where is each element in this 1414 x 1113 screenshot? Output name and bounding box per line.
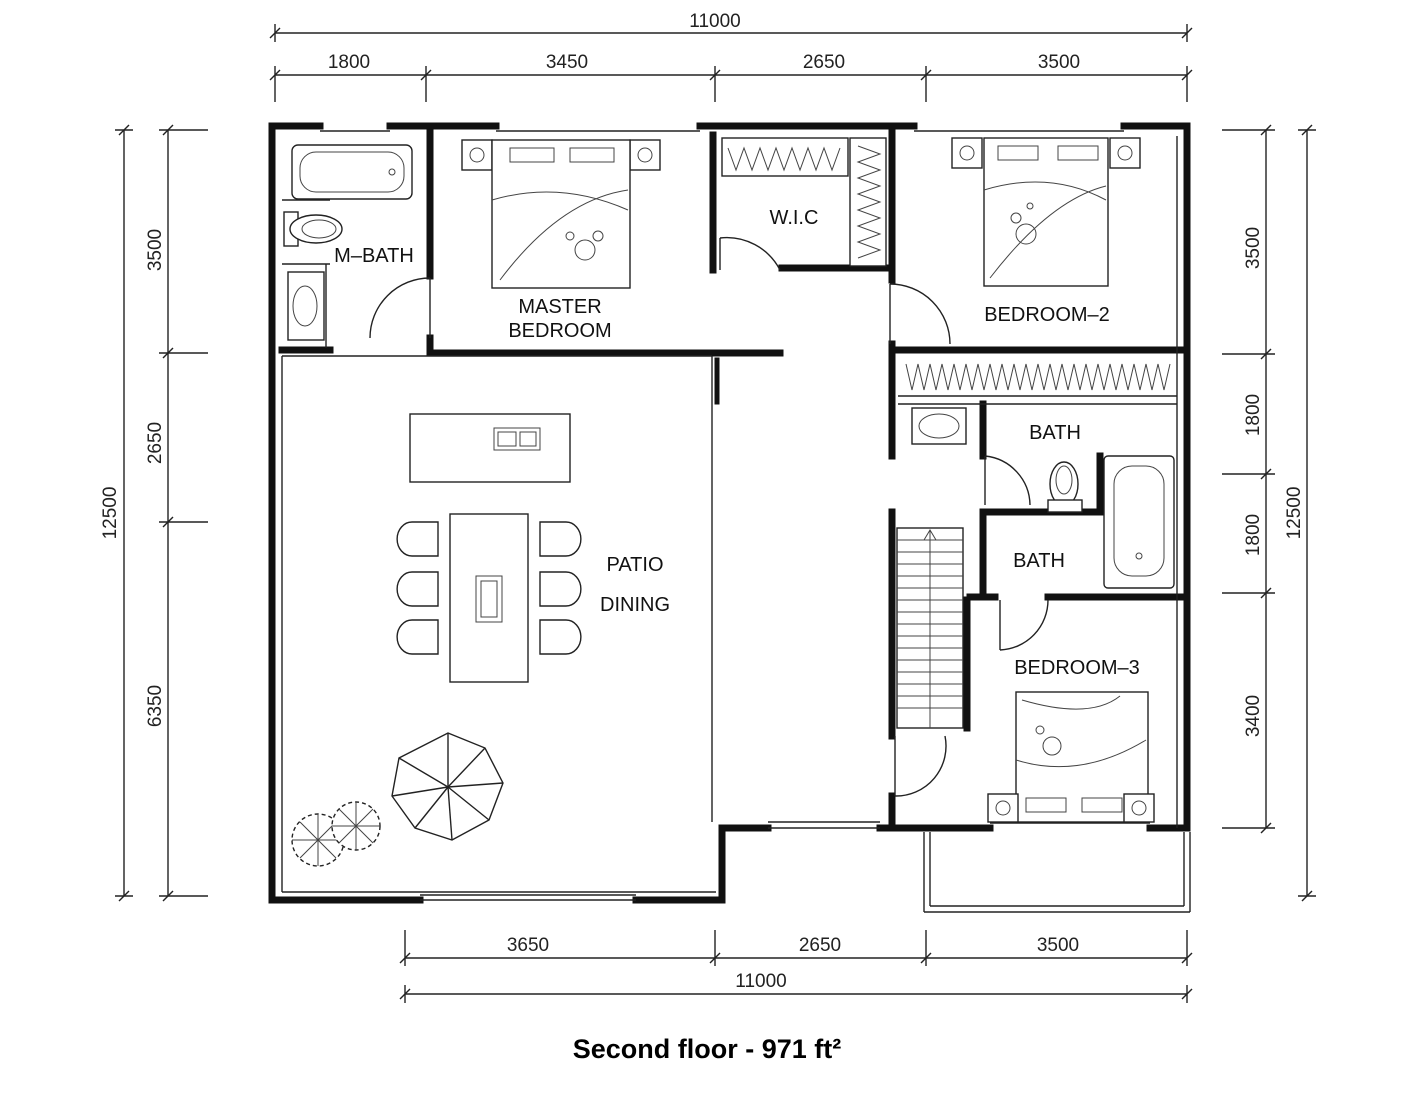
sink-icon <box>287 271 325 341</box>
label-bath-lower: BATH <box>1013 550 1065 572</box>
toilet-icon <box>1047 461 1083 513</box>
label-bath-upper: BATH <box>1029 422 1081 444</box>
room-labels: M–BATH MASTER BEDROOM W.I.C BEDROOM–2 BA… <box>334 207 1140 679</box>
dim-bottom-seg-1: 3650 <box>507 935 549 956</box>
floor-caption: Second floor - 971 ft² <box>572 1034 842 1064</box>
walls <box>268 122 1191 904</box>
dim-right-seg-4: 3400 <box>1243 695 1264 737</box>
sink-icon <box>911 407 967 445</box>
label-bedroom-2: BEDROOM–2 <box>984 304 1110 326</box>
interior-lines <box>281 130 1191 913</box>
dining-table-icon <box>396 513 582 683</box>
bathtub-icon <box>291 144 413 200</box>
umbrella-icon <box>391 732 504 841</box>
label-wic: W.I.C <box>770 207 819 229</box>
dimension-lines <box>115 24 1316 1003</box>
dim-left-seg-2: 2650 <box>145 422 166 464</box>
label-patio: PATIO <box>606 554 663 576</box>
toilet-icon <box>283 211 343 247</box>
label-master-bedroom-line1: MASTER <box>518 296 601 318</box>
label-m-bath: M–BATH <box>334 245 414 267</box>
dim-right-seg-1: 3500 <box>1243 227 1264 269</box>
door-swing-icon <box>369 236 1049 797</box>
dim-left-seg-1: 3500 <box>145 229 166 271</box>
dim-left-seg-3: 6350 <box>145 685 166 727</box>
dim-top-seg-1: 1800 <box>328 52 370 73</box>
kitchen-island-icon <box>409 413 571 483</box>
wardrobe-icon <box>905 363 1171 391</box>
bed-icon <box>987 691 1155 823</box>
dim-top-total: 11000 <box>689 11 740 32</box>
dim-top-seg-2: 3450 <box>546 52 588 73</box>
dim-right-seg-3: 1800 <box>1243 514 1264 556</box>
staircase-icon <box>896 527 964 729</box>
dim-right-seg-2: 1800 <box>1243 394 1264 436</box>
dim-bottom-seg-3: 3500 <box>1037 935 1079 956</box>
tree-icon <box>291 801 381 867</box>
label-dining: DINING <box>600 594 670 616</box>
dim-bottom-seg-2: 2650 <box>799 935 841 956</box>
label-bedroom-3: BEDROOM–3 <box>1014 657 1140 679</box>
dim-bottom-total: 11000 <box>735 971 786 992</box>
dim-top-seg-4: 3500 <box>1038 52 1080 73</box>
bed-icon <box>951 137 1141 287</box>
bathtub-icon <box>1103 455 1175 589</box>
label-master-bedroom-line2: BEDROOM <box>508 320 611 342</box>
dimension-labels: 11000 1800 3450 2650 3500 3650 2650 3500… <box>100 11 1305 992</box>
dim-left-total: 12500 <box>100 487 121 540</box>
bed-icon <box>461 139 661 289</box>
dim-right-total: 12500 <box>1284 487 1305 540</box>
dim-top-seg-3: 2650 <box>803 52 845 73</box>
wardrobe-icon <box>721 137 887 267</box>
